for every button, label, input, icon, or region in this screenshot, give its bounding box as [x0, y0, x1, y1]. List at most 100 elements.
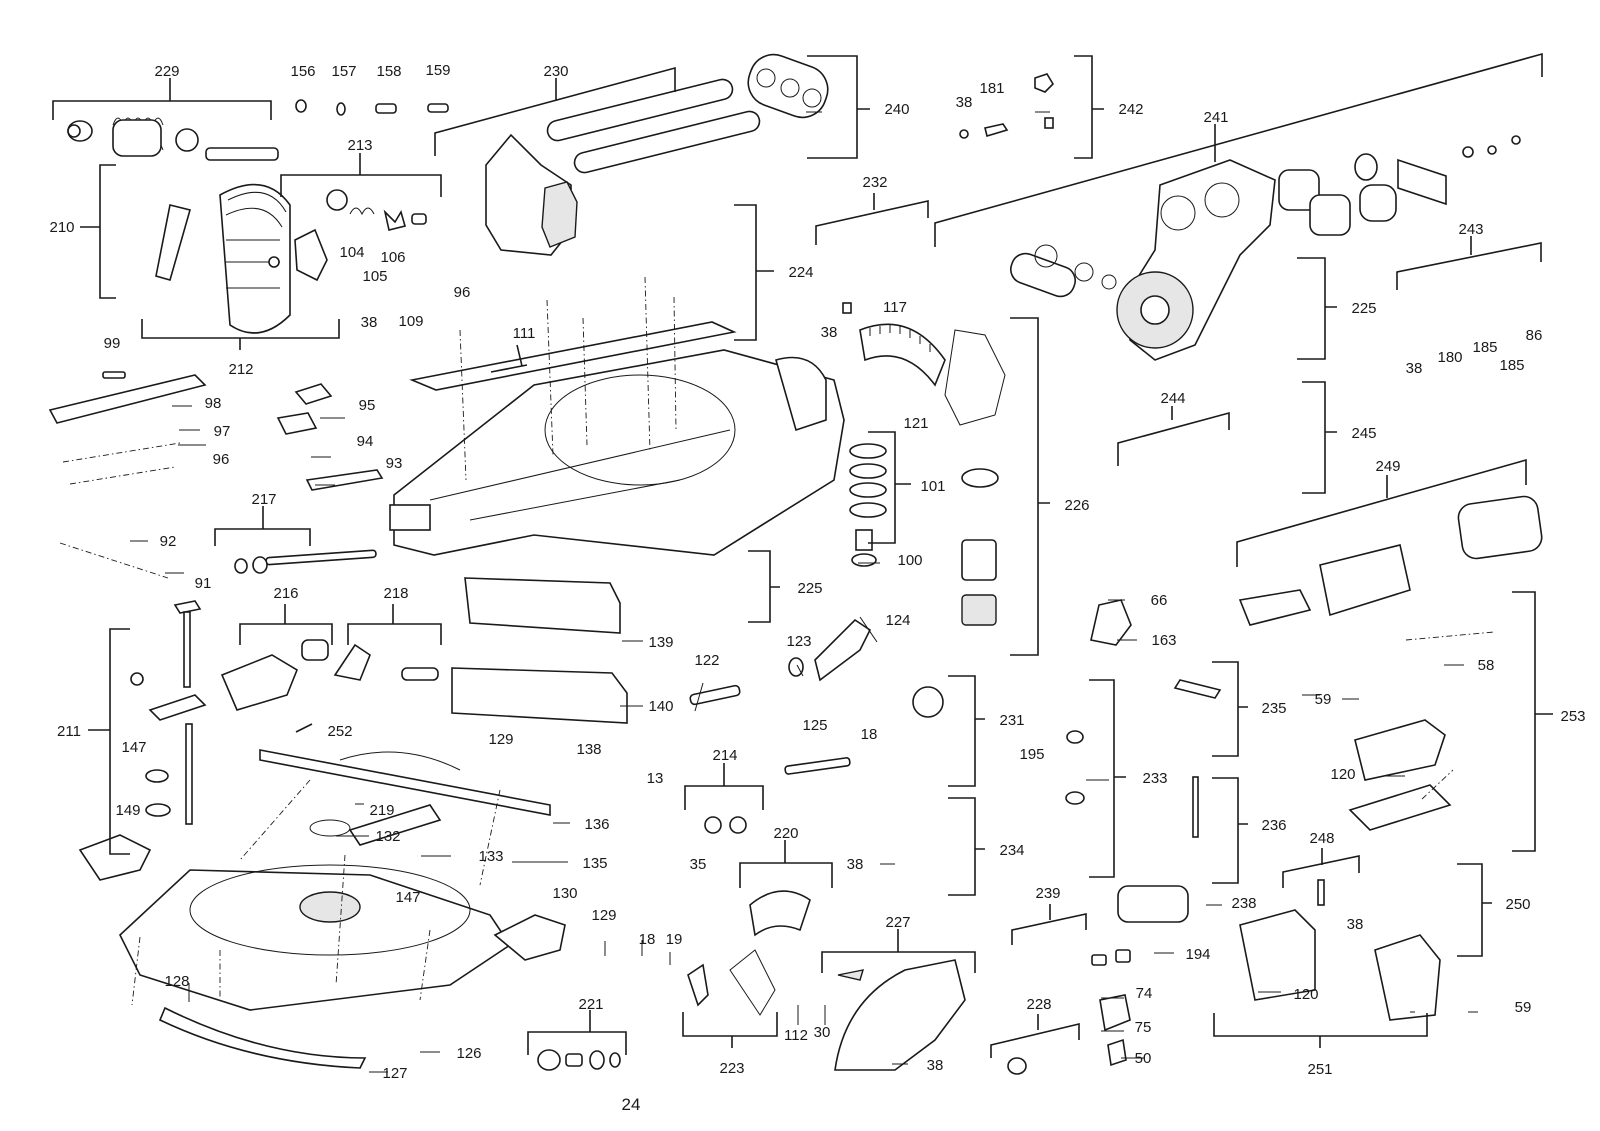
callout-98: 98	[205, 395, 222, 412]
callout-58: 58	[1478, 657, 1495, 674]
bolts-knob-drawing	[689, 618, 944, 775]
callout-235: 235	[1261, 700, 1286, 717]
callout-labels: 229 156 157 158 159 230 240 38 181 242 2…	[49, 62, 1585, 1114]
right-center-parts-drawing	[1065, 599, 1222, 923]
callout-86: 86	[1526, 327, 1543, 344]
end-plate-drawing	[747, 53, 829, 119]
callout-236: 236	[1261, 817, 1286, 834]
arm-housing-drawing	[1010, 135, 1521, 361]
knob-parts-drawing	[959, 73, 1055, 139]
callout-226: 226	[1064, 497, 1089, 514]
column-parts-drawing	[130, 600, 207, 825]
callout-147-bottom: 147	[395, 889, 420, 906]
callout-214: 214	[712, 747, 737, 764]
callout-244: 244	[1160, 390, 1185, 407]
callout-163: 163	[1151, 632, 1176, 649]
bracket-lines	[52, 52, 1553, 1073]
guard-parts-drawing	[155, 183, 427, 334]
callout-111: 111	[513, 325, 536, 342]
callout-117: 117	[883, 299, 907, 316]
callout-216: 216	[273, 585, 298, 602]
callout-195: 195	[1019, 746, 1044, 763]
callout-211: 211	[57, 723, 81, 740]
callout-243: 243	[1458, 221, 1483, 238]
callout-181: 181	[979, 80, 1004, 97]
callout-92: 92	[160, 533, 177, 550]
callout-242: 242	[1118, 101, 1143, 118]
callout-228: 228	[1026, 996, 1051, 1013]
callout-59-bottom: 59	[1515, 999, 1532, 1016]
motor-stack-drawing	[944, 329, 1006, 626]
callout-218: 218	[383, 585, 408, 602]
callout-35: 35	[690, 856, 707, 873]
callout-225-lower: 225	[797, 580, 822, 597]
callout-249: 249	[1375, 458, 1400, 475]
callout-245: 245	[1351, 425, 1376, 442]
callout-128: 128	[164, 973, 189, 990]
callout-212: 212	[228, 361, 253, 378]
callout-96-top: 96	[454, 284, 471, 301]
callout-213: 213	[347, 137, 372, 154]
callout-74: 74	[1136, 985, 1153, 1002]
callout-185-a: 185	[1472, 339, 1497, 356]
callout-230: 230	[543, 63, 568, 80]
callout-93: 93	[386, 455, 403, 472]
right-parts-drawing	[1238, 495, 1543, 1021]
callout-124: 124	[885, 612, 910, 629]
callout-233: 233	[1142, 770, 1167, 787]
callout-251: 251	[1307, 1061, 1332, 1078]
callout-250: 250	[1505, 896, 1530, 913]
callout-194: 194	[1185, 946, 1210, 963]
callout-38-251: 38	[1347, 916, 1364, 933]
callout-95: 95	[359, 397, 376, 414]
callout-224: 224	[788, 264, 813, 281]
callout-133: 133	[478, 848, 503, 865]
callout-30: 30	[814, 1024, 831, 1041]
callout-38-181: 38	[956, 94, 973, 111]
callout-248: 248	[1309, 830, 1334, 847]
fence-bar-drawing	[409, 321, 737, 391]
lower-guard-drawing	[834, 959, 966, 1071]
bevel-scale-drawing	[842, 302, 946, 387]
callout-138: 138	[576, 741, 601, 758]
callout-253: 253	[1560, 708, 1585, 725]
callout-104: 104	[339, 244, 364, 261]
callout-221: 221	[578, 996, 603, 1013]
callout-122: 122	[694, 652, 719, 669]
callout-252: 252	[327, 723, 352, 740]
callout-139: 139	[648, 634, 673, 651]
callout-38-234: 38	[847, 856, 864, 873]
callout-239: 239	[1035, 885, 1060, 902]
lower-center-parts-drawing	[687, 816, 811, 1016]
callout-38-186: 38	[1406, 360, 1423, 377]
callout-135: 135	[582, 855, 607, 872]
rail-support-drawing	[485, 78, 761, 256]
callout-129-top: 129	[488, 731, 513, 748]
callout-149: 149	[115, 802, 140, 819]
callout-101: 101	[920, 478, 945, 495]
callout-132: 132	[375, 828, 400, 845]
callout-156: 156	[290, 63, 315, 80]
callout-18-mid: 18	[861, 726, 878, 743]
callout-38-109: 38	[361, 314, 378, 331]
callout-50: 50	[1135, 1050, 1152, 1067]
callout-66: 66	[1151, 592, 1168, 609]
callout-227: 227	[885, 914, 910, 931]
callout-127: 127	[382, 1065, 407, 1082]
callout-13: 13	[647, 770, 664, 787]
turntable-base-drawing	[78, 804, 566, 1069]
callout-19: 19	[666, 931, 683, 948]
callout-120-top: 120	[1330, 766, 1355, 783]
callout-136: 136	[584, 816, 609, 833]
callout-229: 229	[154, 63, 179, 80]
callout-100: 100	[897, 552, 922, 569]
callout-238: 238	[1231, 895, 1256, 912]
callout-109: 109	[398, 313, 423, 330]
callout-97: 97	[214, 423, 231, 440]
callout-18-bottom: 18	[639, 931, 656, 948]
callout-157: 157	[331, 63, 356, 80]
callout-241: 241	[1203, 109, 1228, 126]
callout-38-121: 38	[821, 324, 838, 341]
callout-99: 99	[104, 335, 121, 352]
